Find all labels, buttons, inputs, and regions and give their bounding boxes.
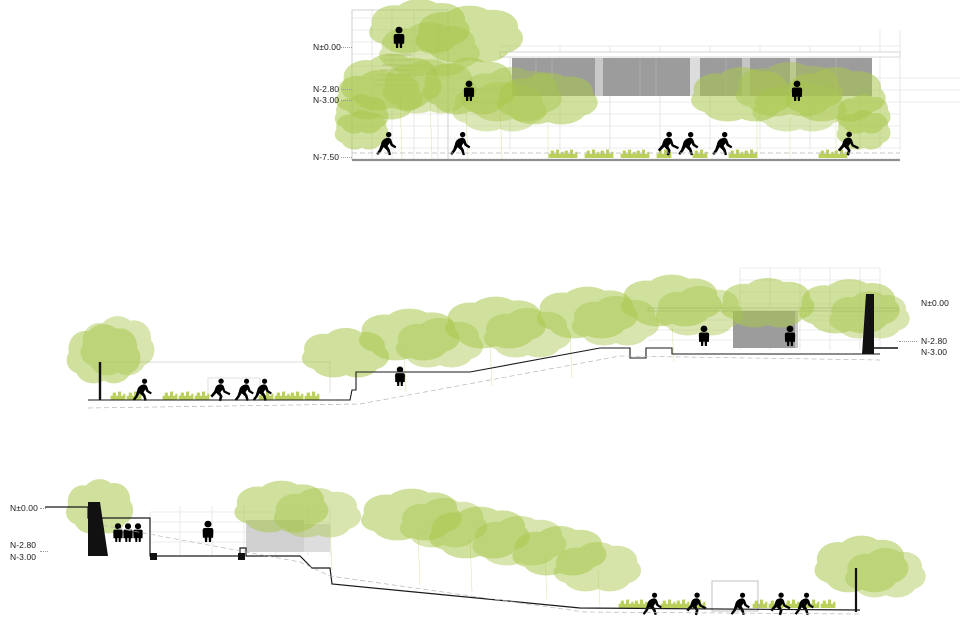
- level-label: N±0.00: [10, 503, 38, 513]
- section-top-group: [334, 0, 960, 162]
- section-middle-group: [66, 267, 910, 409]
- terrain-dash-middle: [87, 355, 881, 409]
- level-label: N-2.80: [921, 336, 948, 346]
- level-leader: [341, 100, 352, 101]
- shrub-row-top: [548, 149, 848, 158]
- level-leader: [40, 508, 46, 509]
- level-label: N±0.00: [921, 298, 949, 308]
- level-leader: [341, 89, 352, 90]
- level-label: N±0.00: [313, 42, 341, 52]
- level-label: N-3.00: [313, 95, 340, 105]
- column-base-1: [150, 553, 157, 560]
- section-cut-line-bottom: [45, 506, 861, 611]
- tree-canopies-middle: [66, 274, 910, 400]
- terrain-dash-bottom: [94, 523, 861, 615]
- tree-canopies-bottom: [66, 479, 926, 607]
- level-label: N-2.80: [313, 84, 340, 94]
- level-leader: [899, 341, 917, 342]
- section-bottom-group: [45, 479, 926, 616]
- level-leader: [341, 157, 352, 158]
- level-leader: [341, 47, 352, 48]
- level-label: N-3.00: [921, 347, 948, 357]
- section-cut-line-middle: [88, 347, 880, 401]
- level-label: N-2.80: [10, 540, 37, 550]
- retaining-wall-bottom: [88, 502, 108, 556]
- level-leader: [40, 551, 48, 552]
- level-label: N-7.50: [313, 152, 340, 162]
- level-label: N-3.00: [10, 552, 37, 562]
- retaining-wall-middle: [862, 294, 874, 354]
- column-base-2: [238, 553, 245, 560]
